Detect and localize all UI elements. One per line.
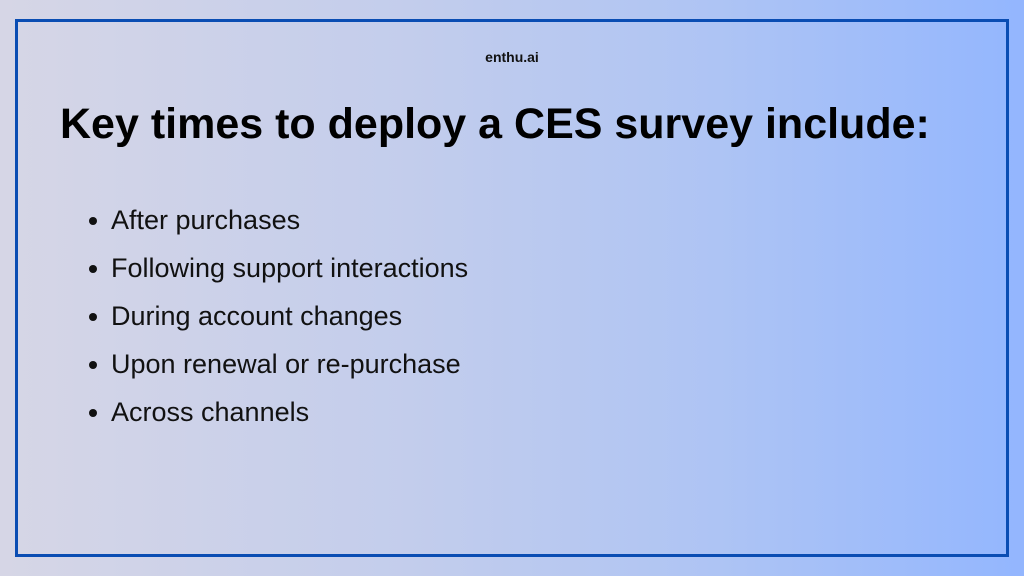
bullet-dot-icon xyxy=(89,409,97,417)
bullet-dot-icon xyxy=(89,361,97,369)
bullet-text: During account changes xyxy=(111,301,403,331)
bullet-item: Across channels xyxy=(86,392,468,440)
bullet-dot-icon xyxy=(89,217,97,225)
bullet-text: After purchases xyxy=(111,205,301,235)
bullet-text: Upon renewal or re-purchase xyxy=(111,349,461,379)
bullet-item: After purchases xyxy=(86,200,468,248)
bullet-dot-icon xyxy=(89,313,97,321)
bullet-dot-icon xyxy=(89,265,97,273)
slide-title: Key times to deploy a CES survey include… xyxy=(60,100,930,148)
bullet-item: During account changes xyxy=(86,296,468,344)
bullet-text: Across channels xyxy=(111,397,310,427)
brand-label: enthu.ai xyxy=(485,49,539,65)
bullet-item: Upon renewal or re-purchase xyxy=(86,344,468,392)
slide-frame: enthu.ai Key times to deploy a CES surve… xyxy=(15,19,1009,557)
bullet-list: After purchases Following support intera… xyxy=(86,200,468,440)
bullet-item: Following support interactions xyxy=(86,248,468,296)
bullet-text: Following support interactions xyxy=(111,253,469,283)
